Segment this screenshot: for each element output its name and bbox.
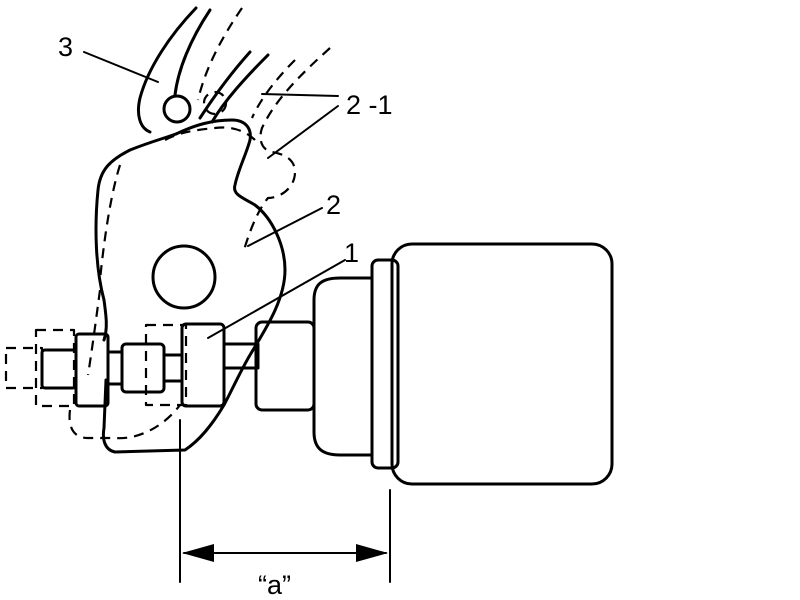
label-part-2: 2	[326, 190, 341, 220]
lever-alternate-part-2-1	[68, 47, 331, 440]
lever-plate-part-2	[94, 132, 287, 454]
arm-part-3	[136, 6, 212, 134]
nut-assembly	[40, 332, 184, 408]
dimension-a	[179, 419, 391, 583]
label-part-3: 3	[58, 32, 73, 62]
label-part-2-1: 2 -1	[346, 90, 393, 120]
arm-part-3-alternate	[196, 7, 243, 116]
label-dimension-a: “a”	[258, 570, 291, 600]
leader-lines	[83, 51, 346, 339]
nut-assembly-alternate	[4, 323, 188, 408]
actuator-cylinder	[254, 242, 614, 486]
label-part-1: 1	[344, 238, 359, 268]
adjusting-nut-part-1	[180, 322, 260, 408]
linkage-rods	[174, 50, 270, 142]
